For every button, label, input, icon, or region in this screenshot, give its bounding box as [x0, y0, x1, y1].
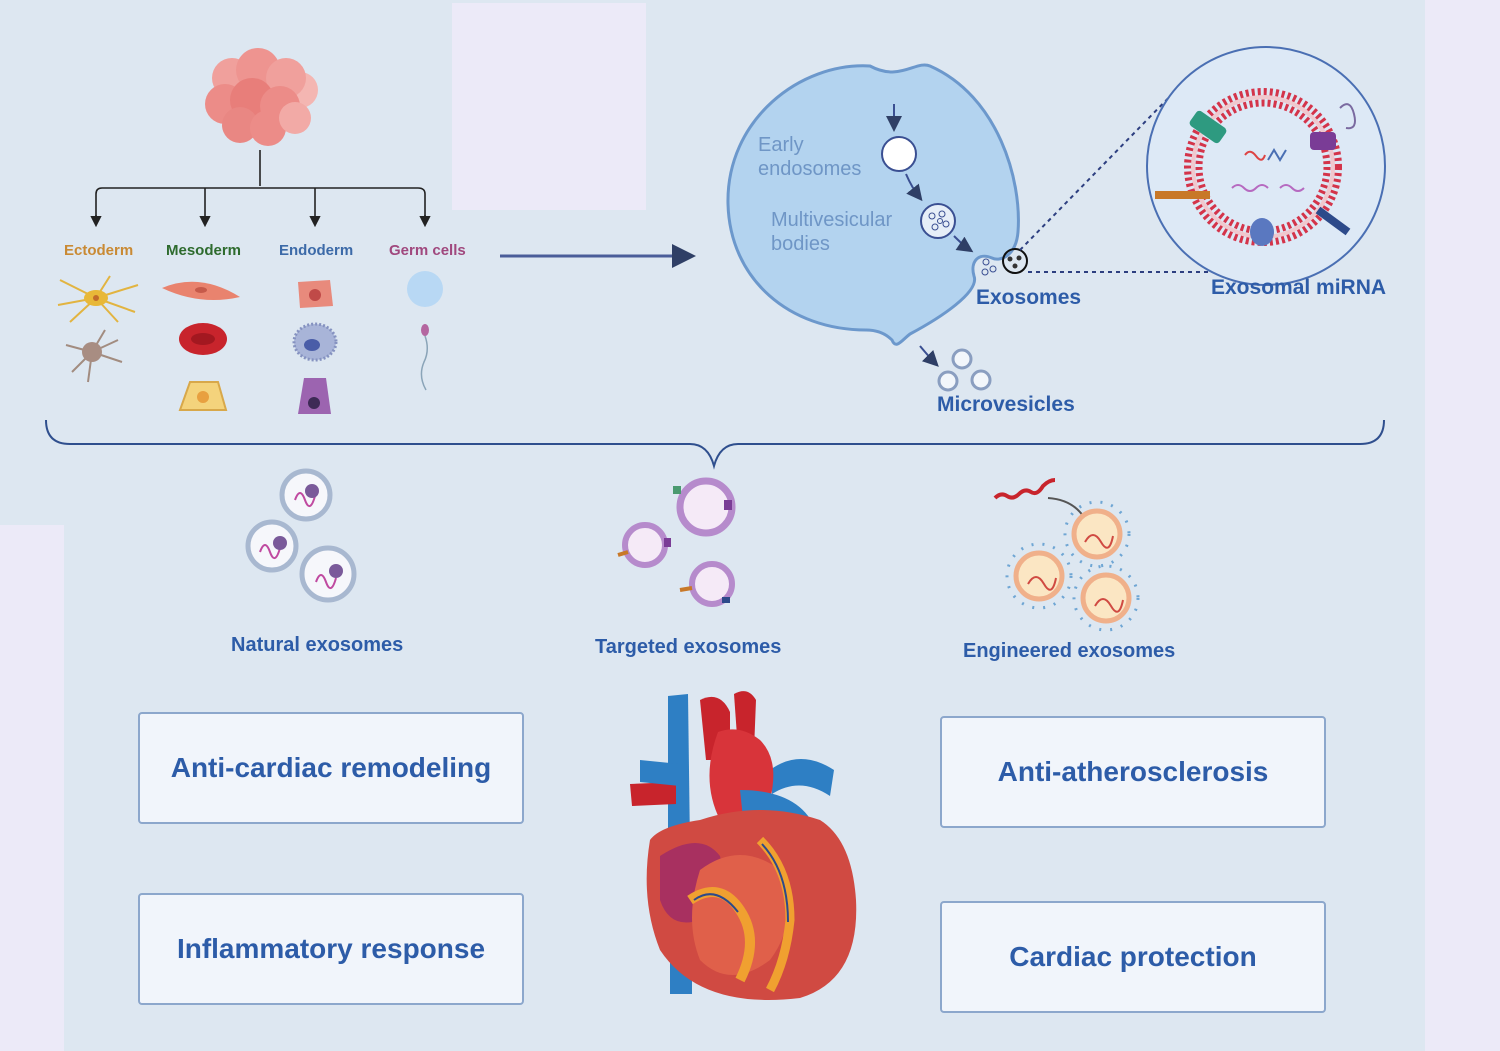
- top-cutout: [452, 3, 646, 210]
- microvesicles-illustration: [919, 345, 992, 392]
- corner-cutout: [0, 525, 64, 1051]
- mesoderm-cells: [162, 281, 240, 411]
- exosomal-mirna-label: Exosomal miRNA: [1211, 276, 1387, 299]
- endosome-pathway: [881, 104, 1028, 276]
- microvesicles-label: Microvesicles: [937, 393, 1075, 416]
- mesoderm-label: Mesoderm: [166, 242, 242, 259]
- mvb-label-1: Multivesicular: [771, 209, 893, 231]
- heart-illustration: [630, 691, 857, 1000]
- big-cell: [726, 63, 1020, 346]
- germ-cells-label: Germ cells: [389, 242, 466, 259]
- engineered-exosomes-label: Engineered exosomes: [963, 640, 1176, 662]
- cardiac-protection-box: Cardiac protection: [940, 901, 1326, 1013]
- ectoderm-label: Ectoderm: [64, 242, 134, 259]
- mvb-label-2: bodies: [771, 233, 830, 255]
- early-endosomes-label-2: endosomes: [758, 158, 862, 180]
- inflammatory-response-box: Inflammatory response: [138, 893, 524, 1005]
- endoderm-cells: [292, 280, 338, 414]
- engineered-exosomes-illustration: [993, 478, 1140, 632]
- ectoderm-cells: [57, 275, 139, 383]
- targeted-exosomes-label: Targeted exosomes: [595, 636, 782, 658]
- natural-exosomes-illustration: [245, 468, 357, 603]
- germ-cells-illustration: [407, 271, 443, 391]
- anti-atherosclerosis-box: Anti-atherosclerosis: [940, 716, 1326, 828]
- stem-cell-cluster: [205, 48, 318, 146]
- early-endosomes-label-1: Early: [758, 134, 804, 156]
- branch-lines: [90, 150, 431, 228]
- targeted-exosomes-illustration: [617, 477, 736, 607]
- anti-cardiac-remodeling-box: Anti-cardiac remodeling: [138, 712, 524, 824]
- natural-exosomes-label: Natural exosomes: [231, 634, 404, 656]
- exosome-zoom: [1146, 46, 1386, 286]
- endoderm-label: Endoderm: [279, 242, 354, 259]
- exosomes-label: Exosomes: [976, 286, 1082, 309]
- group-brace: [45, 419, 1385, 470]
- zoom-lines: [1019, 83, 1296, 273]
